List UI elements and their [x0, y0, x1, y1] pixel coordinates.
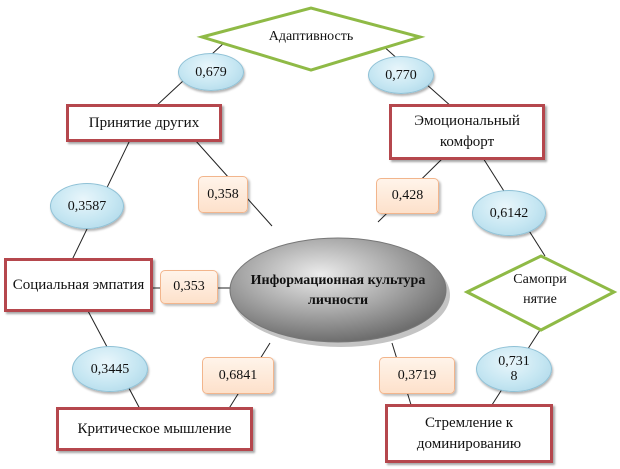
coef-center-acceptance: 0,358 [198, 176, 248, 213]
box-social-empathy: Социальная эмпатия [4, 258, 153, 312]
box-critical-thinking: Критическое мышление [56, 407, 253, 451]
self-acceptance-diamond [463, 254, 618, 332]
box-acceptance-of-others: Принятие других [66, 104, 222, 142]
oval-adaptivity-comfort: 0,770 [368, 56, 434, 94]
coef-center-empathy: 0,353 [160, 270, 218, 304]
oval-self-dominance: 0,731 8 [476, 346, 552, 392]
adaptivity-label: Адаптивность [268, 29, 354, 44]
coef-center-dominance: 0,3719 [379, 357, 455, 394]
center-label: Информационная культура личности [250, 273, 426, 308]
box-emotional-comfort: Эмоциональный комфорт [389, 104, 545, 160]
coef-center-critical: 0,6841 [202, 357, 274, 394]
oval-adaptivity-acceptance: 0,679 [178, 53, 244, 91]
adaptivity-diamond [196, 6, 426, 72]
box-striving-dominance: Стремление к доминированию [385, 404, 553, 463]
oval-empathy-critical: 0,3445 [72, 346, 148, 392]
oval-comfort-self: 0,6142 [472, 190, 546, 236]
coef-center-comfort: 0,428 [376, 178, 439, 214]
center-ellipse [229, 237, 447, 343]
self-acceptance-label: Самопри нятие [513, 272, 567, 307]
oval-acceptance-empathy: 0,3587 [50, 183, 124, 229]
